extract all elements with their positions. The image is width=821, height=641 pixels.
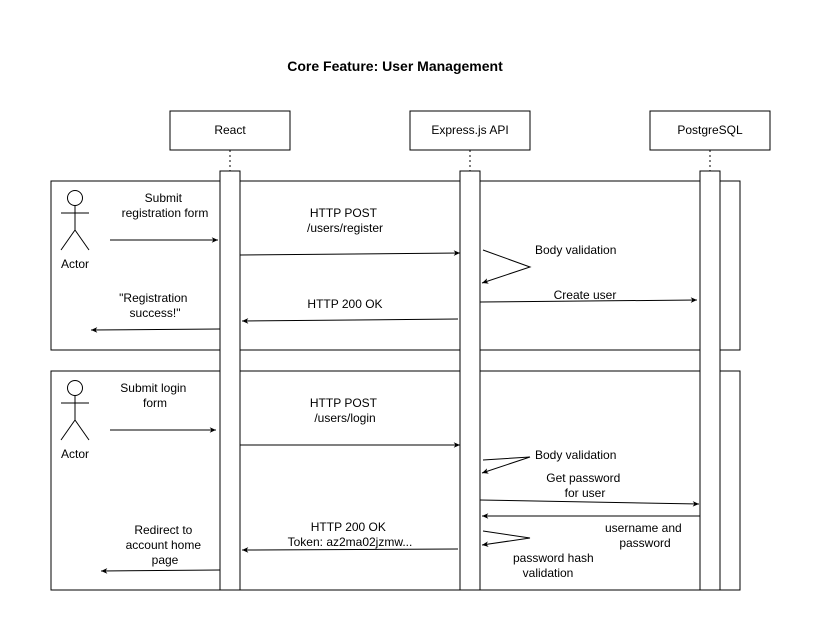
message-arrow-registration-success — [90, 327, 221, 333]
actor-figure — [60, 380, 90, 441]
message-label-post-register: HTTP POST /users/register — [307, 206, 383, 235]
message-label-registration-success: "Registration success!" — [119, 291, 191, 320]
activation-bar-react — [219, 170, 241, 591]
self-message-arrow-password-hash-validation — [481, 530, 531, 547]
message-arrow-create-user — [479, 297, 698, 303]
message-arrow-http-200-register — [241, 318, 459, 324]
self-message-arrow-body-validation — [481, 249, 532, 284]
self-message-arrow-body-validation-login — [481, 456, 531, 474]
participant-label: Express.js API — [431, 123, 508, 137]
message-label-password-hash-validation: password hash validation — [513, 551, 597, 580]
login-fragment-frame — [50, 370, 741, 591]
participant-express-api: Express.js API — [409, 110, 531, 151]
actor-figure — [60, 190, 90, 251]
activation-bar-postgresql — [699, 170, 721, 591]
message-label-create-user: Create user — [554, 288, 617, 302]
diagram-title: Core Feature: User Management — [287, 58, 503, 74]
message-label-body-validation: Body validation — [535, 243, 616, 257]
actor-label: Actor — [61, 447, 89, 461]
activation-bar-express-api — [459, 170, 481, 591]
message-label-body-validation-login: Body validation — [535, 448, 616, 462]
message-arrow-get-password — [479, 499, 700, 507]
registration-fragment-frame — [50, 180, 741, 351]
message-label-username-and-password: username and password — [605, 521, 685, 550]
message-label-post-login: HTTP POST /users/login — [310, 396, 380, 425]
message-label-http-200-register: HTTP 200 OK — [307, 297, 382, 311]
participant-label: React — [214, 123, 246, 137]
message-label-http-200-login: HTTP 200 OK Token: az2ma02jzmw... — [288, 520, 413, 549]
message-label-submit-registration: Submit registration form — [122, 191, 209, 220]
message-label-redirect: Redirect to account home page — [126, 523, 205, 567]
message-label-submit-login: Submit login form — [120, 381, 189, 410]
actor-label: Actor — [61, 257, 89, 271]
participant-label: PostgreSQL — [677, 123, 743, 137]
participant-postgresql: PostgreSQL — [649, 110, 771, 151]
message-arrow-http-200-login — [241, 547, 459, 553]
participant-react: React — [169, 110, 291, 151]
message-arrow-redirect — [100, 568, 221, 574]
message-label-get-password: Get password for user — [546, 471, 623, 500]
message-arrow-post-register — [239, 250, 461, 256]
